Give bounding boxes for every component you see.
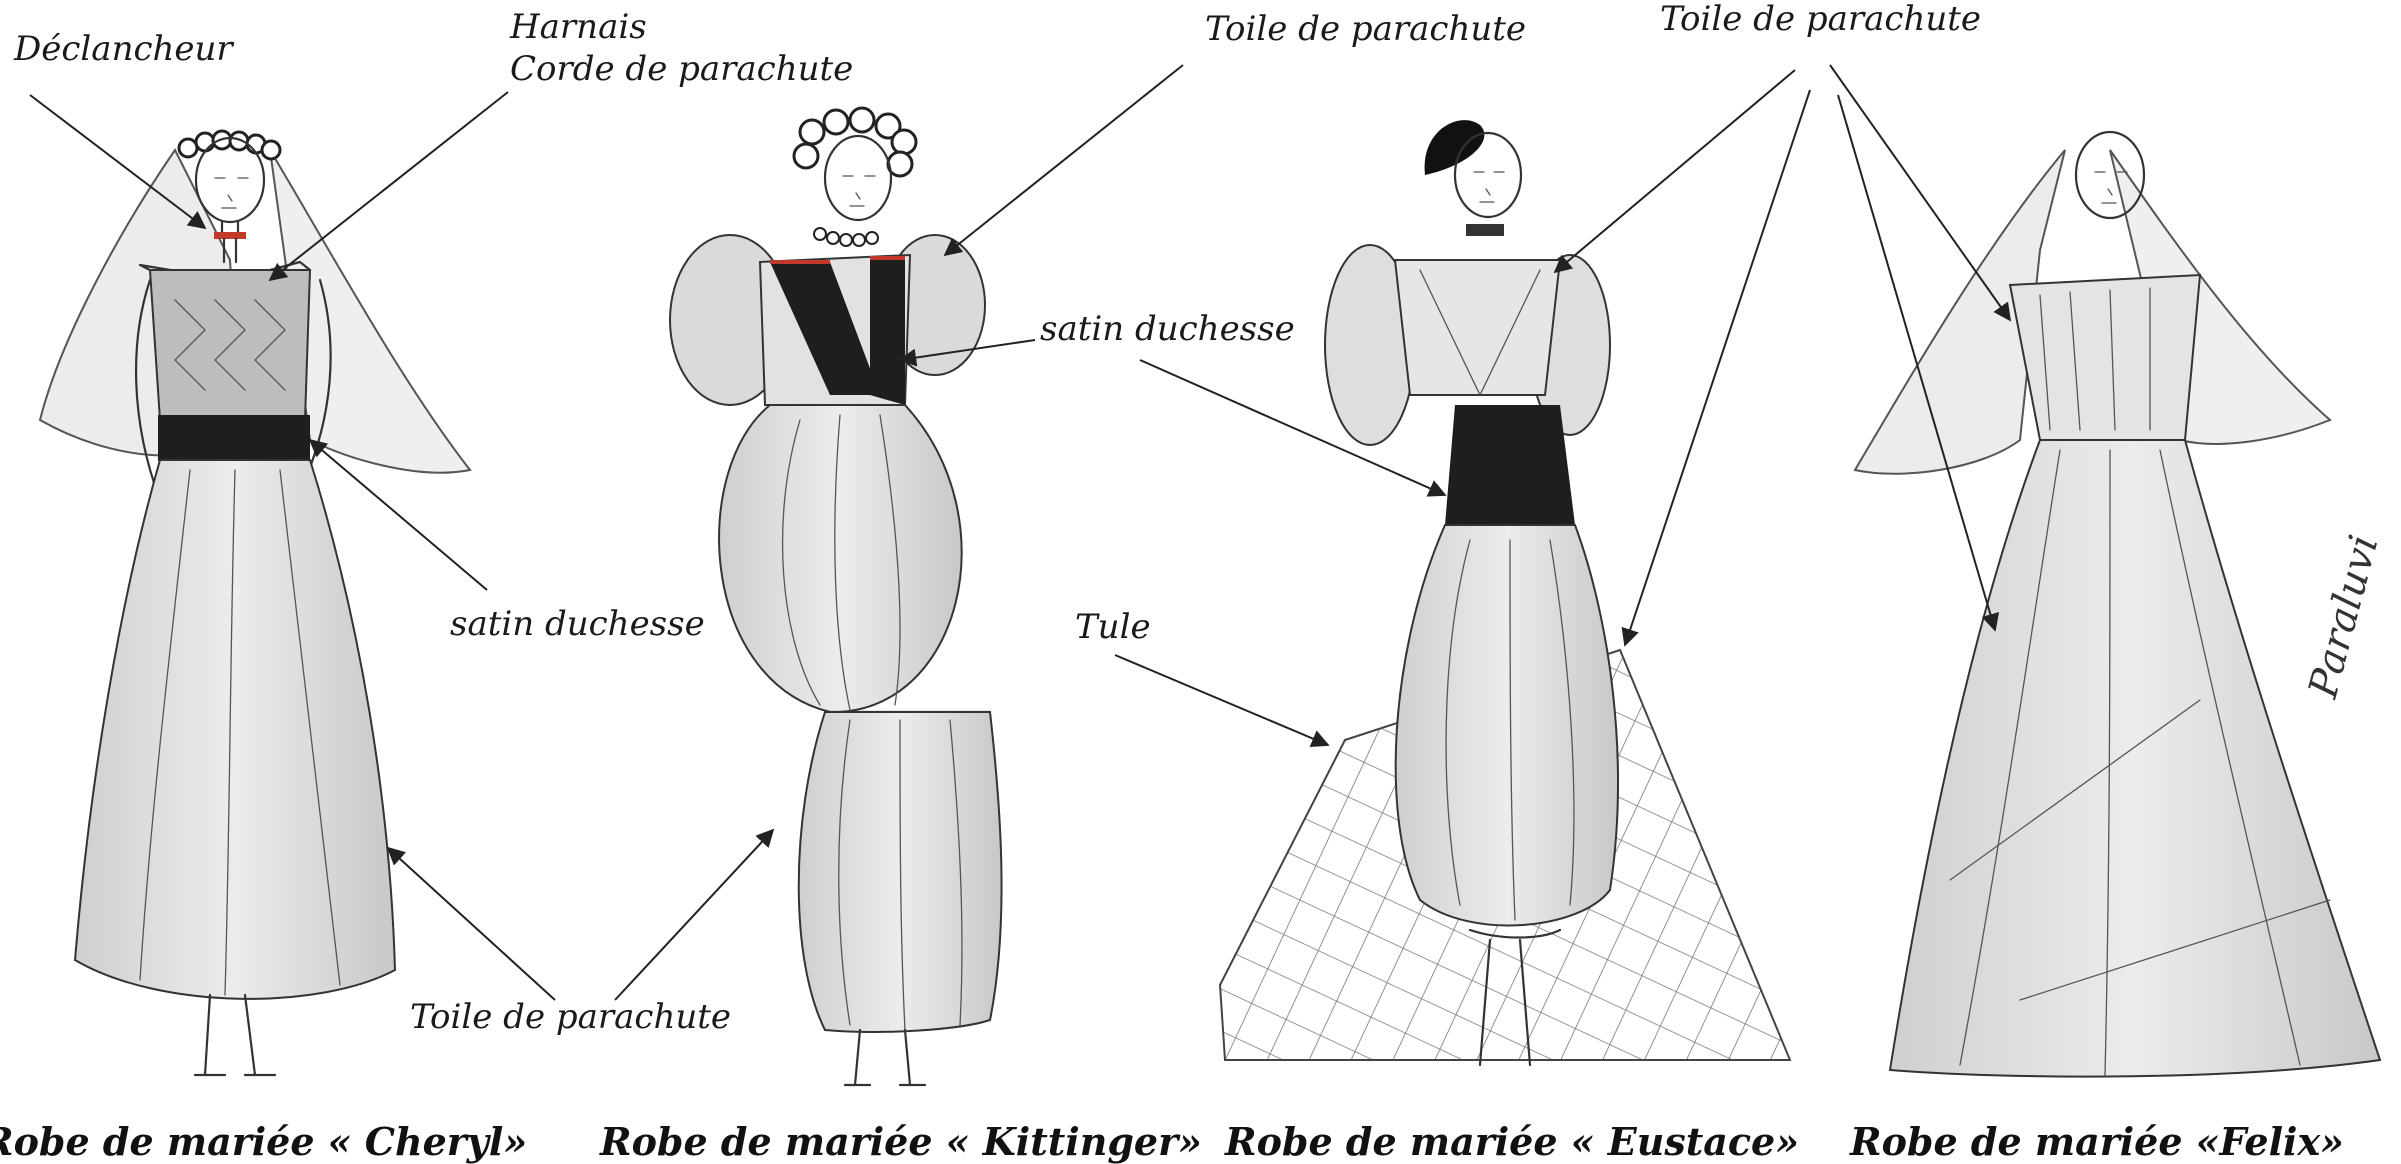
felix-skirt: [1888, 439, 2382, 1078]
figure-eustace: [1218, 120, 1792, 1067]
figure-cheryl: [38, 129, 472, 1077]
label-toile-kittinger: Toile de parachute: [1205, 9, 1526, 49]
label-corde: Corde de parachute: [510, 49, 853, 89]
artist-signature: Paraluvi: [2300, 530, 2388, 703]
figure-felix: Paraluvi: [1853, 130, 2388, 1078]
eustace-skirt: [1394, 524, 1619, 927]
cheryl-satin-belt: [158, 415, 310, 461]
label-toile-top-right: Toile de parachute: [1660, 0, 1981, 39]
kittinger-pearl-necklace: [813, 227, 879, 247]
label-tule: Tule: [1075, 607, 1151, 647]
arrow-tule: [1114, 654, 1330, 747]
caption-cheryl: Robe de mariée « Cheryl»: [0, 1119, 527, 1164]
label-satin-cheryl: satin duchesse: [450, 604, 705, 644]
eustace-head: [1453, 131, 1523, 219]
cheryl-flower-crown: [177, 129, 282, 161]
eustace-satin-waist: [1445, 405, 1575, 525]
label-harnais: Harnais: [509, 7, 647, 47]
figure-kittinger: [669, 106, 1003, 1087]
label-satin-kittinger: satin duchesse: [1040, 309, 1295, 349]
cheryl-skirt: [73, 459, 397, 1000]
arrow-toile-eustace-1: [1553, 69, 1796, 274]
label-declencheur: Déclancheur: [13, 29, 234, 69]
arrow-declencheur: [29, 94, 207, 230]
kittinger-satin-panel: [770, 258, 905, 405]
arrow-toile-felix-1: [1829, 64, 2012, 322]
cheryl-veil-right: [269, 149, 472, 474]
felix-bodice: [2008, 273, 2202, 441]
arrow-satin-kittinger: [898, 339, 1036, 367]
kittinger-flower-crown: [792, 106, 918, 178]
arrow-toile-kittinger-bottom: [614, 828, 775, 1001]
arrow-toile-eustace-2: [1621, 89, 1811, 647]
cheryl-choker: [214, 232, 246, 239]
arrow-harnais: [268, 91, 509, 282]
arrow-satin-eustace: [1139, 359, 1447, 497]
caption-eustace: Robe de mariée « Eustace»: [1224, 1119, 1799, 1164]
kittinger-upper-skirt: [718, 404, 963, 714]
annotation-arrows: [29, 64, 2012, 1001]
arrow-toile-felix-2: [1837, 94, 2000, 632]
caption-kittinger: Robe de mariée « Kittinger»: [599, 1119, 1202, 1164]
cheryl-head: [194, 136, 266, 224]
label-toile-bottom: Toile de parachute: [410, 997, 731, 1037]
caption-felix: Robe de mariée «Felix»: [1849, 1119, 2344, 1164]
eustace-choker: [1466, 224, 1504, 236]
arrow-satin-cheryl: [308, 438, 488, 591]
kittinger-head: [823, 134, 893, 222]
arrow-toile-cheryl: [386, 846, 556, 1001]
arrow-toile-kittinger-top: [943, 64, 1184, 257]
felix-head: [2074, 130, 2146, 220]
felix-veil: [1853, 149, 2066, 475]
eustace-beret: [1424, 120, 1485, 175]
eustace-bodice: [1393, 259, 1562, 396]
